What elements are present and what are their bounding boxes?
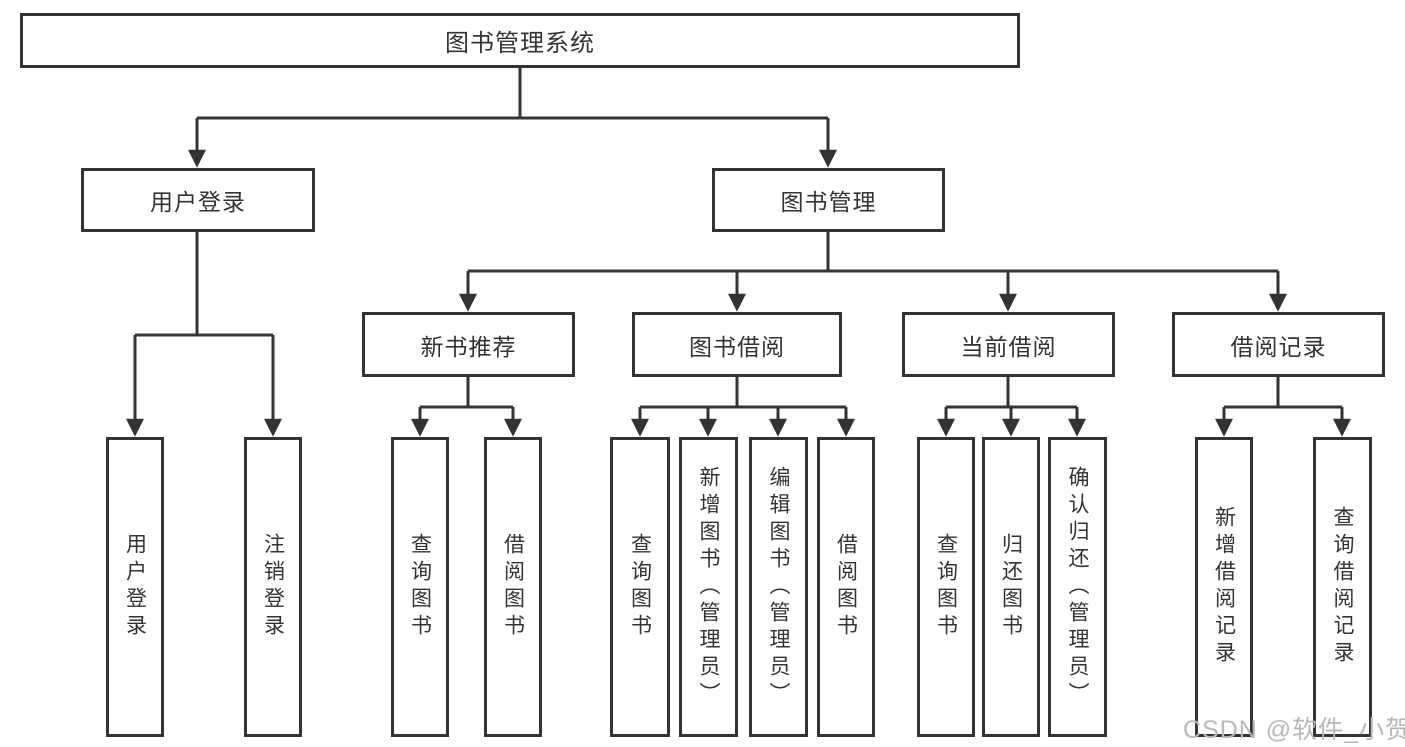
leaf-label: 查询借阅记录 [1331,506,1354,668]
connector-root [197,68,828,120]
connector-user-login [135,232,273,337]
leaf-label: 确认归还（管理员） [1066,465,1089,709]
node-new-book-recommend: 新书推荐 [362,312,575,377]
leaf-query-borrow-record: 查询借阅记录 [1313,437,1372,737]
node-book-management: 图书管理 [712,168,945,232]
leaf-label: 新增借阅记录 [1212,506,1236,668]
leaf-label: 编辑图书（管理员） [767,465,790,709]
node-library-system: 图书管理系统 [20,13,1020,68]
leaf-logout: 注销登录 [244,437,302,737]
leaf-query-books: 查询图书 [610,437,670,737]
node-label: 用户登录 [150,189,246,215]
node-label: 借阅记录 [1230,333,1327,360]
node-label: 当前借阅 [960,333,1057,360]
leaf-return-books: 归还图书 [982,437,1040,737]
leaf-edit-books-admin: 编辑图书（管理员） [749,437,808,737]
leaf-add-books-admin: 新增图书（管理员） [679,437,738,737]
leaf-label: 查询图书 [408,533,432,641]
node-borrow-records: 借阅记录 [1172,312,1385,377]
leaf-label: 归还图书 [999,533,1023,641]
leaf-add-borrow-record: 新增借阅记录 [1195,437,1253,737]
node-user-login: 用户登录 [81,168,315,232]
leaf-label: 借阅图书 [834,533,858,641]
leaf-label: 新增图书（管理员） [697,465,720,709]
connector-book-mgmt [468,232,1278,273]
leaf-label: 查询图书 [934,533,958,641]
leaf-label: 查询图书 [628,533,652,641]
leaf-borrow-books: 借阅图书 [484,437,542,737]
node-current-borrowing: 当前借阅 [902,312,1115,377]
leaf-label: 用户登录 [123,533,147,641]
leaf-label: 注销登录 [261,533,285,641]
connector-book-borrow [640,377,846,409]
leaf-borrow-books: 借阅图书 [817,437,875,737]
node-label: 图书管理系统 [445,30,595,57]
node-label: 新书推荐 [420,333,517,360]
leaf-query-books: 查询图书 [917,437,975,737]
leaf-label: 借阅图书 [501,533,525,641]
node-book-borrowing: 图书借阅 [632,312,842,377]
connector-new-book-rec [420,377,513,409]
leaf-confirm-return-admin: 确认归还（管理员） [1048,437,1107,737]
node-label: 图书借阅 [689,333,785,360]
node-label: 图书管理 [780,189,877,215]
connector-borrow-records [1224,377,1342,409]
csdn-watermark: CSDN @软件_小贺同学 [1183,716,1405,744]
leaf-query-books: 查询图书 [391,437,449,737]
connector-current-borrow [946,377,1077,409]
leaf-user-login: 用户登录 [106,437,164,737]
